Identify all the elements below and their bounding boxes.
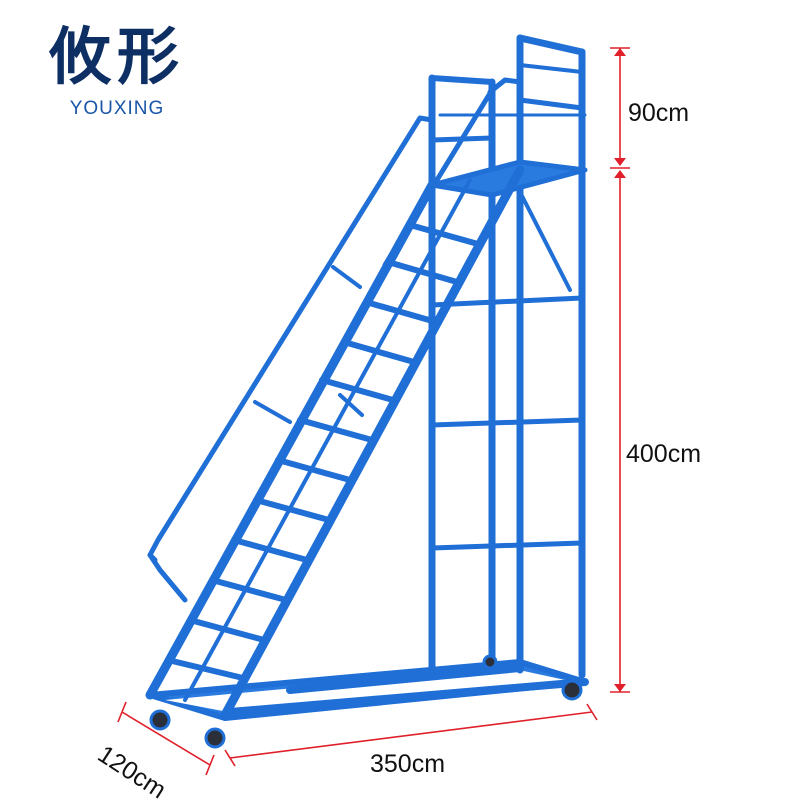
- guardrail-height-label: 90cm: [628, 99, 690, 127]
- brand-name-english: YOUXING: [69, 98, 165, 119]
- ladder-frame: [145, 34, 589, 721]
- platform-height-label: 400cm: [626, 440, 702, 468]
- length-label: 350cm: [370, 750, 446, 778]
- brand-logo: 攸形 YOUXING: [22, 18, 212, 120]
- caster-wheels: [149, 654, 583, 749]
- brand-name-chinese: 攸形: [48, 20, 185, 93]
- dimension-lines: [117, 47, 630, 776]
